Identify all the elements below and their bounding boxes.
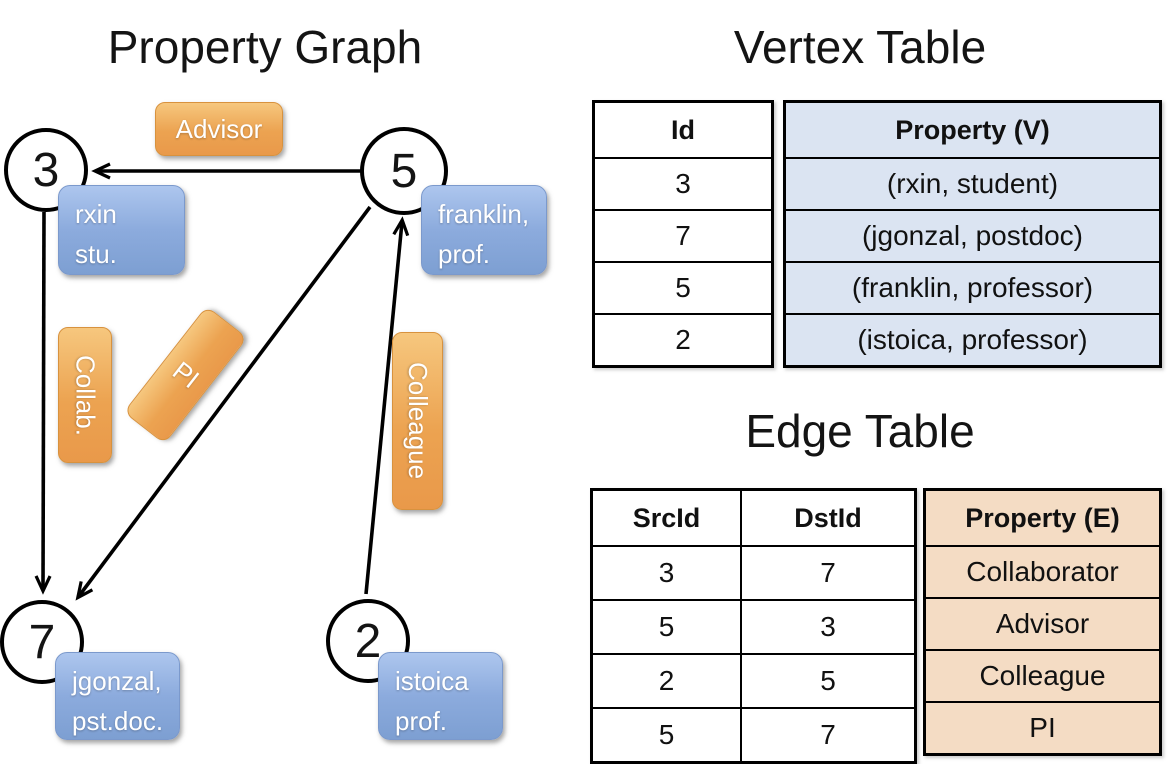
vertex-table-property-header: Property (V) — [786, 103, 1159, 157]
advisor-label-text: Advisor — [175, 113, 263, 144]
vertex-table-id-header: Id — [671, 114, 695, 145]
table-cell: 3 — [740, 601, 914, 653]
edge-table-src-dst-columns: SrcId DstId 3 7 5 3 2 5 5 7 — [590, 488, 917, 764]
table-cell: PI — [926, 701, 1159, 753]
edge-label-advisor: Advisor — [155, 102, 283, 156]
table-cell: 5 — [595, 261, 771, 313]
jgonzal-role: pst.doc. — [72, 706, 164, 736]
table-cell: (jgonzal, postdoc) — [786, 209, 1159, 261]
rxin-name: rxin — [75, 199, 117, 229]
table-cell: Colleague — [926, 649, 1159, 701]
table-cell: 7 — [740, 547, 914, 599]
edge-collab-3-to-7 — [34, 211, 52, 595]
table-row: 3 7 — [593, 545, 914, 599]
edge-table-srcid-header: SrcId — [632, 502, 701, 533]
vertex-table-title: Vertex Table — [733, 21, 987, 73]
table-cell: (rxin, student) — [786, 157, 1159, 209]
table-cell: 7 — [740, 709, 914, 761]
table-row: 2 5 — [593, 653, 914, 707]
table-row: 5 3 — [593, 599, 914, 653]
node-3-id: 3 — [32, 143, 60, 197]
collab-label-text: Collab. — [70, 354, 101, 436]
vertex-label-istoica: istoica prof. — [378, 652, 503, 740]
franklin-role: prof. — [438, 239, 491, 269]
table-cell: 7 — [595, 209, 771, 261]
graph-node-5: 5 — [360, 127, 448, 215]
table-cell: Collaborator — [926, 545, 1159, 597]
table-cell: (franklin, professor) — [786, 261, 1159, 313]
node-5-id: 5 — [390, 144, 418, 198]
vertex-label-franklin: franklin, prof. — [421, 185, 547, 275]
pi-label-text: PI — [166, 355, 205, 394]
edge-label-colleague: Colleague — [392, 332, 443, 510]
colleague-label-text: Colleague — [403, 362, 433, 480]
franklin-name: franklin, — [438, 199, 530, 229]
table-cell: 5 — [740, 655, 914, 707]
property-graph-title: Property Graph — [107, 21, 423, 73]
table-cell: (istoica, professor) — [786, 313, 1159, 365]
table-cell: Advisor — [926, 597, 1159, 649]
vertex-label-rxin: rxin stu. — [58, 185, 185, 275]
edge-pi-5-to-7 — [75, 205, 372, 601]
jgonzal-name: jgonzal, — [72, 666, 162, 696]
edge-colleague-2-to-5 — [364, 216, 410, 595]
vertex-label-jgonzal: jgonzal, pst.doc. — [55, 652, 180, 740]
vertex-table-property-column: Property (V) (rxin, student) (jgonzal, p… — [783, 100, 1162, 368]
graph-node-2: 2 — [326, 599, 410, 683]
table-cell: 2 — [595, 313, 771, 365]
node-7-id: 7 — [28, 615, 56, 669]
table-cell: 5 — [658, 719, 675, 750]
istoica-role: prof. — [395, 706, 448, 736]
table-cell: 3 — [595, 157, 771, 209]
vertex-table-id-column: Id 3 7 5 2 — [592, 100, 774, 368]
table-row: SrcId DstId — [593, 491, 914, 545]
rxin-role: stu. — [75, 239, 117, 269]
table-row: 5 7 — [593, 707, 914, 761]
table-cell: 5 — [658, 611, 675, 642]
istoica-name: istoica — [395, 666, 469, 696]
node-2-id: 2 — [354, 614, 382, 668]
graph-edges — [34, 162, 410, 601]
edge-table-property-header: Property (E) — [926, 491, 1159, 545]
table-cell: 3 — [658, 557, 675, 588]
edge-table-dstid-header: DstId — [740, 491, 914, 545]
table-cell: 2 — [658, 665, 675, 696]
edge-table-property-column: Property (E) Collaborator Advisor Collea… — [923, 488, 1162, 756]
edge-table-title: Edge Table — [745, 405, 975, 457]
edge-label-collab: Collab. — [58, 327, 112, 463]
